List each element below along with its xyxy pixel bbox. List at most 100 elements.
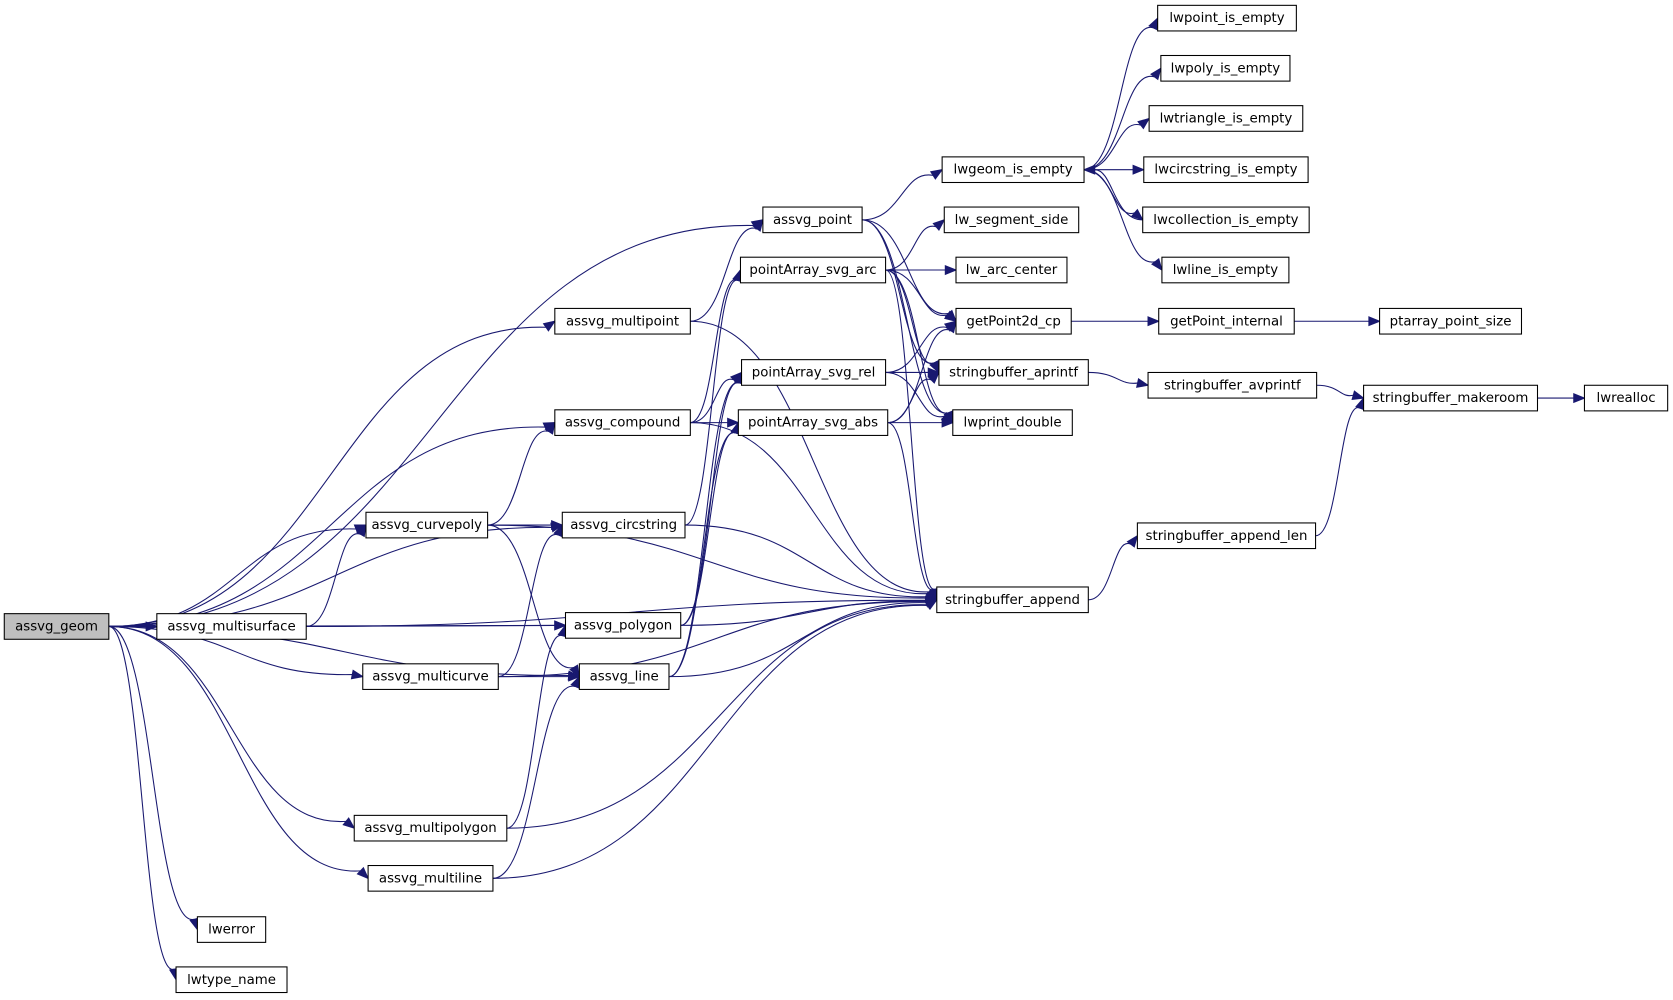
node-assvg-polygon[interactable]: assvg_polygon	[564, 612, 682, 639]
edge-line	[887, 329, 951, 424]
node-label: lwcircstring_is_empty	[1154, 163, 1297, 178]
node-lwprint-double[interactable]: lwprint_double	[952, 409, 1073, 436]
edge-line	[680, 600, 927, 626]
arrowhead-icon	[350, 669, 365, 680]
node-assvg-multicurve[interactable]: assvg_multicurve	[362, 663, 499, 690]
node-box	[175, 966, 288, 994]
edge-line	[306, 533, 361, 628]
node-box	[952, 409, 1073, 436]
edge-pointArray_svg_abs-to-stringbuffer_aprintf	[887, 371, 940, 424]
node-pointarray-svg-arc[interactable]: pointArray_svg_arc	[739, 256, 887, 284]
node-lwtriangle-is-empty[interactable]: lwtriangle_is_empty	[1148, 105, 1304, 132]
node-label: pointArray_svg_abs	[748, 416, 878, 431]
arrowhead-icon	[927, 371, 940, 384]
edge-line	[690, 422, 929, 595]
node-lwcollection-is-empty[interactable]: lwcollection_is_empty	[1142, 206, 1310, 234]
node-stringbuffer-avprintf[interactable]: stringbuffer_avprintf	[1147, 371, 1318, 399]
edge-assvg_point-to-stringbuffer_aprintf	[862, 219, 940, 374]
node-label: stringbuffer_avprintf	[1164, 378, 1301, 393]
edge-lwgeom_is_empty-to-lwcollection_is_empty	[1084, 169, 1144, 221]
edge-assvg_point-to-lwgeom_is_empty	[862, 168, 944, 221]
node-label: stringbuffer_append_len	[1146, 529, 1308, 544]
edge-assvg_line-to-stringbuffer_append	[668, 598, 939, 678]
node-stringbuffer-makeroom[interactable]: stringbuffer_makeroom	[1363, 384, 1539, 412]
arrowhead-icon	[945, 320, 957, 334]
edge-line	[108, 326, 547, 628]
node-lwpoint-is-empty[interactable]: lwpoint_is_empty	[1157, 4, 1297, 32]
node-box	[1142, 206, 1310, 234]
edge-line	[492, 685, 576, 879]
edge-stringbuffer_avprintf-to-stringbuffer_makeroom	[1316, 384, 1365, 401]
node-lwline-is-empty[interactable]: lwline_is_empty	[1161, 256, 1290, 284]
node-box	[1157, 4, 1297, 32]
edge-assvg_multicurve-to-stringbuffer_append	[498, 596, 939, 678]
node-ptarray-point-size[interactable]: ptarray_point_size	[1379, 307, 1523, 335]
edges-layer	[108, 16, 1586, 982]
node-assvg-geom[interactable]: assvg_geom	[3, 613, 110, 640]
node-lwpoly-is-empty[interactable]: lwpoly_is_empty	[1160, 54, 1291, 82]
node-assvg-circstring[interactable]: assvg_circstring	[561, 511, 686, 539]
node-box	[762, 206, 863, 234]
arrowhead-icon	[1150, 67, 1162, 81]
node-box	[955, 307, 1072, 335]
node-assvg-curvepoly[interactable]: assvg_curvepoly	[365, 511, 489, 539]
node-assvg-point[interactable]: assvg_point	[762, 206, 863, 234]
node-label: assvg_circstring	[570, 518, 677, 533]
node-assvg-line[interactable]: assvg_line	[578, 663, 670, 690]
edge-line	[668, 432, 736, 678]
node-label: getPoint_internal	[1170, 314, 1283, 329]
edge-assvg_compound-to-pointArray_svg_arc	[690, 268, 742, 424]
edge-line	[1094, 169, 1143, 221]
edge-line	[1088, 371, 1138, 384]
edge-line	[108, 625, 361, 872]
node-box	[1363, 384, 1539, 412]
node-assvg-multiline[interactable]: assvg_multiline	[367, 864, 494, 892]
node-pointarray-svg-rel[interactable]: pointArray_svg_rel	[741, 359, 887, 386]
edge-stringbuffer_makeroom-to-lwrealloc	[1537, 393, 1586, 404]
arrowhead-icon	[1148, 16, 1159, 31]
node-lwcircstring-is-empty[interactable]: lwcircstring_is_empty	[1143, 156, 1309, 184]
edge-pointArray_svg_arc-to-stringbuffer_aprintf	[885, 269, 940, 374]
node-pointarray-svg-abs[interactable]: pointArray_svg_abs	[737, 409, 889, 436]
node-lwgeom-is-empty[interactable]: lwgeom_is_empty	[941, 156, 1085, 184]
node-stringbuffer-append-len[interactable]: stringbuffer_append_len	[1136, 522, 1317, 550]
node-box	[554, 307, 691, 335]
edge-lwgeom_is_empty-to-lwtriangle_is_empty	[1084, 117, 1151, 171]
node-label: stringbuffer_aprintf	[949, 365, 1078, 380]
arrowhead-icon	[1151, 258, 1163, 272]
node-getpoint-internal[interactable]: getPoint_internal	[1158, 307, 1295, 335]
edge-line	[487, 430, 550, 526]
node-box	[1379, 307, 1523, 335]
node-assvg-compound[interactable]: assvg_compound	[554, 409, 691, 436]
edge-line	[885, 269, 949, 414]
node-getpoint2d-cp[interactable]: getPoint2d_cp	[955, 307, 1072, 335]
node-lwrealloc[interactable]: lwrealloc	[1583, 384, 1669, 412]
edge-line	[108, 528, 357, 628]
node-assvg-multipoint[interactable]: assvg_multipoint	[554, 307, 691, 335]
node-stringbuffer-aprintf[interactable]: stringbuffer_aprintf	[938, 359, 1089, 386]
node-assvg-multipolygon[interactable]: assvg_multipolygon	[353, 814, 508, 842]
arrowhead-icon	[542, 320, 557, 332]
node-box	[1158, 307, 1295, 335]
node-lw-arc-center[interactable]: lw_arc_center	[955, 256, 1068, 284]
node-stringbuffer-append[interactable]: stringbuffer_append	[936, 586, 1089, 614]
edge-line	[108, 625, 353, 676]
edge-line	[1084, 169, 1135, 215]
node-lwerror[interactable]: lwerror	[196, 916, 267, 943]
node-box	[737, 409, 889, 436]
edge-lwgeom_is_empty-to-lwline_is_empty	[1084, 169, 1163, 272]
node-lw-segment-side[interactable]: lw_segment_side	[943, 206, 1080, 234]
edge-line	[1088, 543, 1132, 601]
node-lwtype-name[interactable]: lwtype_name	[175, 966, 288, 994]
edge-line	[506, 604, 928, 829]
edge-line	[885, 371, 945, 418]
node-label: lw_segment_side	[955, 213, 1069, 228]
node-label: assvg_line	[590, 670, 659, 685]
node-box	[561, 511, 686, 539]
node-assvg-multisurface[interactable]: assvg_multisurface	[156, 613, 307, 640]
edge-line	[108, 224, 754, 628]
node-label: lwline_is_empty	[1173, 263, 1278, 278]
arrowhead-icon	[1136, 377, 1150, 388]
node-label: lwrealloc	[1597, 391, 1656, 406]
node-box	[353, 814, 508, 842]
